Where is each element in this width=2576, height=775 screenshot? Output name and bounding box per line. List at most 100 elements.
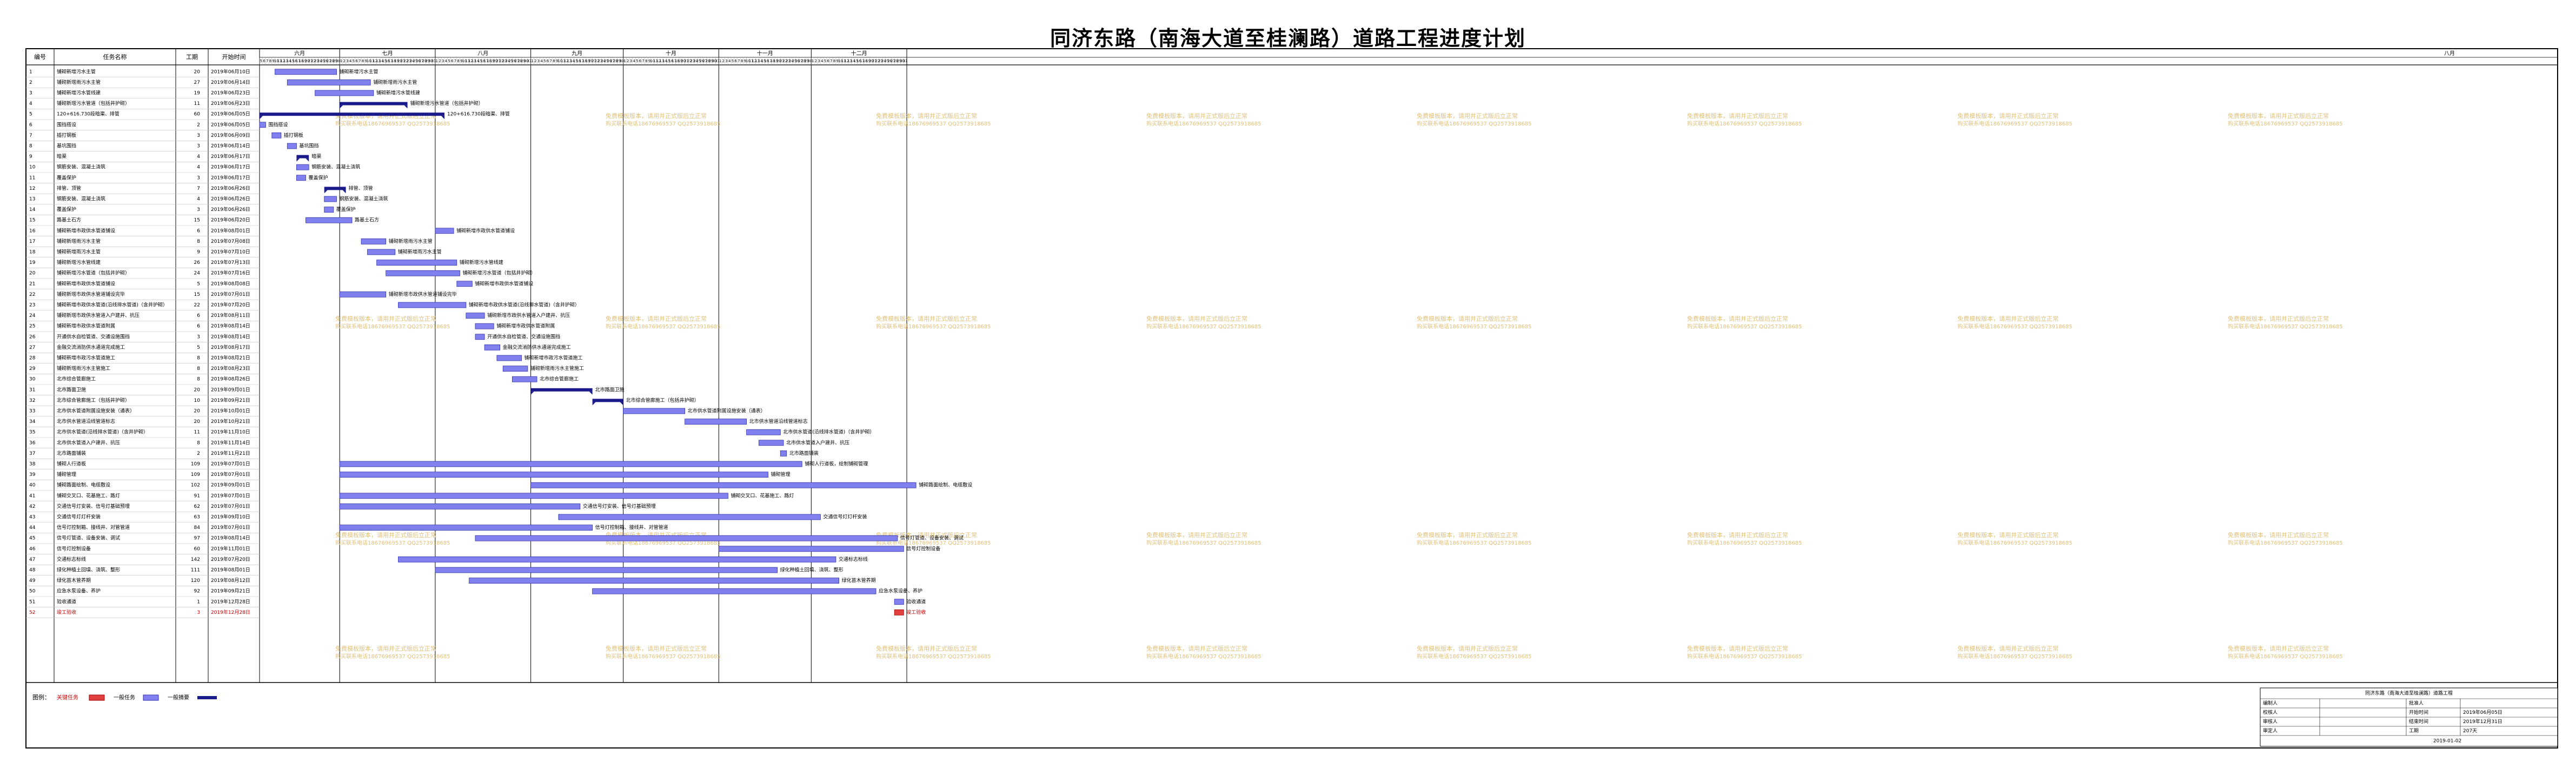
- task-start: 2019年08月17日: [211, 344, 250, 350]
- day-tick-label: 9: [836, 59, 839, 63]
- task-bar: [296, 175, 306, 181]
- task-duration: 8: [197, 377, 200, 382]
- watermark-text: 免费模板版本，请用并正式版后立正常: [876, 315, 977, 322]
- day-tick-label: 30: [712, 59, 716, 63]
- legend-normal-swatch: [143, 694, 159, 701]
- task-bar-label: 交通信号灯灯杆安装: [823, 514, 867, 520]
- task-bar-label: 铺砌新增污水管道（包括井护砌）: [463, 270, 536, 276]
- task-id: 43: [29, 515, 35, 520]
- task-bar-label: 铺砌人行道板，绘制铺砌管理: [805, 461, 868, 467]
- watermark-text: 购买联系电话18676969537 QQ2573918685: [335, 653, 450, 660]
- day-tick-label: 9: [364, 59, 367, 63]
- day-tick-label: 20: [681, 59, 686, 63]
- task-bar-label: 绿化种植土回填、浇筑、整形: [780, 567, 844, 573]
- task-id: 7: [29, 133, 32, 138]
- day-tick-label: 1: [719, 59, 721, 63]
- task-duration: 8: [197, 366, 200, 372]
- day-tick-label: 27: [798, 59, 803, 63]
- day-tick-label: 2: [439, 59, 441, 63]
- task-duration: 91: [194, 493, 200, 499]
- task-id: 31: [29, 387, 35, 393]
- day-tick-label: 26: [699, 59, 704, 63]
- summary-cap: [620, 402, 623, 406]
- watermark-text: 免费模板版本，请用并正式版后立正常: [1957, 315, 2059, 322]
- task-duration: 9: [197, 250, 200, 255]
- day-tick-label: 29: [804, 59, 809, 63]
- task-duration: 5: [197, 345, 200, 350]
- day-tick-label: 3: [346, 59, 348, 63]
- task-id: 10: [29, 165, 36, 170]
- task-bar: [496, 355, 522, 361]
- day-tick-label: 4: [633, 59, 635, 63]
- day-tick-label: 22: [687, 59, 692, 63]
- task-bar: [475, 323, 494, 329]
- task-name: 铺砌新增市政供水管道铺设: [57, 227, 115, 234]
- task-id: 2: [29, 80, 32, 85]
- task-start: 2019年07月20日: [211, 556, 250, 562]
- chart-frame: [25, 48, 2558, 748]
- task-start: 2019年07月13日: [211, 259, 250, 266]
- day-tick-label: 4: [728, 59, 731, 63]
- task-duration: 19: [194, 91, 201, 96]
- task-start: 2019年07月01日: [211, 291, 250, 297]
- day-tick-label: 10: [838, 59, 843, 63]
- day-tick-label: 7: [642, 59, 644, 63]
- task-bar-label: 铺砌新增市政供水管道铺设完毕: [389, 291, 457, 297]
- day-tick-label: 31: [715, 59, 720, 63]
- summary-cap: [589, 391, 593, 395]
- day-tick-label: 13: [659, 59, 664, 63]
- task-start: 2019年10月01日: [211, 408, 250, 414]
- watermark-text: 免费模板版本，请用并正式版后立正常: [1957, 531, 2059, 539]
- task-duration: 20: [194, 409, 201, 414]
- day-tick-label: 31: [431, 59, 436, 63]
- day-tick-label: 30: [428, 59, 433, 63]
- watermark-text: 购买联系电话18676969537 QQ2573918685: [335, 539, 450, 546]
- day-tick-label: 21: [780, 59, 785, 63]
- task-bar: [456, 281, 473, 287]
- task-id: 13: [29, 197, 35, 202]
- day-tick-label: 30: [807, 59, 812, 63]
- task-start: 2019年08月14日: [211, 323, 250, 329]
- watermark-text: 免费模板版本，请用并正式版后立正常: [1957, 112, 2059, 120]
- watermark-text: 购买联系电话18676969537 QQ2573918685: [335, 120, 450, 127]
- task-bar-label: 北市综合管廊施工（包括井护砌）: [626, 397, 699, 403]
- day-tick-label: 8: [362, 59, 364, 63]
- task-duration: 20: [194, 69, 201, 75]
- watermark-text: 免费模板版本，请用并正式版后立正常: [1146, 531, 1247, 539]
- day-tick-label: 2: [722, 59, 725, 63]
- day-tick-label: 29: [709, 59, 714, 63]
- task-name: 应急水泵设备、养护: [57, 588, 101, 594]
- task-start: 2019年06月23日: [211, 100, 250, 107]
- day-tick-label: 8: [645, 59, 647, 63]
- task-duration: 111: [191, 568, 200, 573]
- task-bar-label: 基坑围挡: [299, 143, 318, 149]
- day-tick-label: 21: [308, 59, 313, 63]
- day-tick-label: 17: [388, 59, 393, 63]
- task-id: 20: [29, 271, 36, 276]
- day-tick-label: 24: [601, 59, 606, 63]
- info-cell: 工期: [2409, 728, 2419, 734]
- task-name: 铺砌新增市政供水管道附属: [57, 323, 115, 329]
- watermark-text: 免费模板版本，请用并正式版后立正常: [1417, 645, 1518, 652]
- task-id: 36: [29, 440, 36, 446]
- watermark-text: 购买联系电话18676969537 QQ2573918685: [876, 653, 991, 660]
- day-tick-label: 7: [830, 59, 832, 63]
- task-start: 2019年06月26日: [211, 196, 250, 202]
- day-tick-label: 30: [900, 59, 905, 63]
- task-duration: 15: [194, 292, 200, 297]
- task-id: 16: [29, 228, 36, 234]
- day-tick-label: 10: [462, 59, 467, 63]
- legend-normal-label: 一般任务: [114, 694, 135, 701]
- task-name: 北市综合管廊施工: [57, 376, 96, 382]
- task-start: 2019年07月08日: [211, 238, 250, 244]
- task-duration: 109: [191, 472, 200, 478]
- task-name: 铺砌新增雨污水主管: [57, 79, 101, 85]
- task-id: 48: [29, 568, 36, 573]
- task-id: 49: [29, 578, 36, 584]
- task-id: 32: [29, 398, 35, 403]
- task-name: 铺砌新增市政供水管道入户建井、抗压: [57, 312, 140, 319]
- task-start: 2019年11月01日: [211, 545, 250, 552]
- task-name: 120+616.730段暗渠、排管: [57, 111, 119, 117]
- day-tick-label: 16: [481, 59, 486, 63]
- task-duration: 11: [194, 430, 200, 435]
